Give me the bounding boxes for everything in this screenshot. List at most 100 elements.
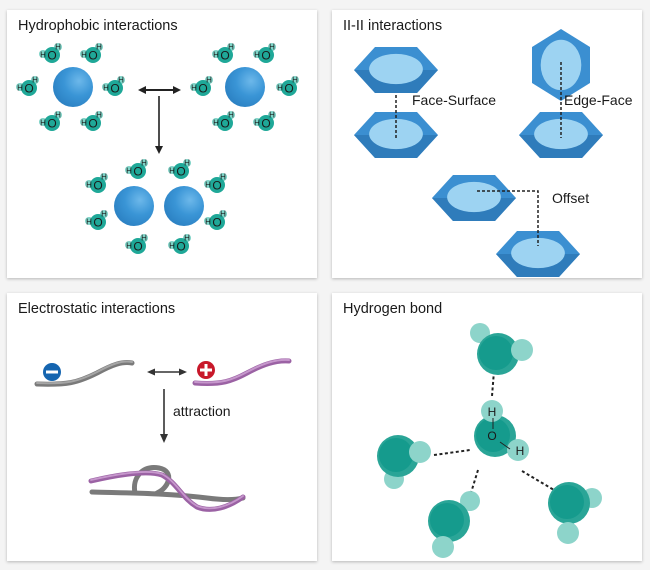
- svg-text:H: H: [86, 218, 92, 227]
- svg-text:H: H: [191, 84, 197, 93]
- entangled-strands: [88, 465, 246, 512]
- water-molecule: HHO: [125, 234, 148, 254]
- svg-text:O: O: [198, 82, 207, 96]
- svg-text:H: H: [205, 218, 211, 227]
- water-molecule: HHO: [80, 43, 103, 63]
- svg-text:O: O: [47, 49, 56, 63]
- double-arrow-icon: [138, 86, 181, 94]
- svg-text:H: H: [141, 159, 147, 168]
- water-molecule: HHO: [16, 76, 39, 96]
- svg-text:O: O: [93, 216, 102, 230]
- hydrophobic-solute: [53, 67, 93, 107]
- double-arrow-icon: [147, 368, 187, 376]
- panel-title-hydrogen-bond: Hydrogen bond: [343, 301, 443, 317]
- down-arrow-icon: [155, 96, 163, 154]
- hydrophobic-solute: [114, 186, 154, 226]
- svg-text:H: H: [269, 111, 275, 120]
- svg-text:H: H: [228, 111, 234, 120]
- svg-text:O: O: [261, 117, 270, 131]
- water-molecule: [428, 491, 480, 558]
- svg-text:H: H: [213, 119, 219, 128]
- water-molecule: HHO: [204, 210, 227, 230]
- label-attraction: attraction: [173, 403, 231, 419]
- down-arrow-icon: [160, 389, 168, 443]
- svg-text:H: H: [184, 234, 190, 243]
- svg-text:H: H: [206, 76, 212, 85]
- svg-text:H: H: [55, 43, 61, 52]
- water-molecule: HHO: [212, 111, 235, 131]
- svg-text:H: H: [292, 76, 298, 85]
- svg-text:H: H: [169, 242, 175, 251]
- svg-text:O: O: [133, 240, 142, 254]
- svg-text:O: O: [88, 49, 97, 63]
- svg-text:O: O: [220, 49, 229, 63]
- svg-text:H: H: [55, 111, 61, 120]
- svg-text:H: H: [101, 210, 107, 219]
- svg-text:H: H: [269, 43, 275, 52]
- label-edge-face: Edge-Face: [564, 92, 633, 108]
- atom-h-top: H: [488, 405, 497, 419]
- svg-text:O: O: [176, 240, 185, 254]
- svg-text:H: H: [40, 119, 46, 128]
- panel-title-hydrophobic: Hydrophobic interactions: [18, 18, 178, 34]
- svg-text:O: O: [212, 216, 221, 230]
- water-molecule: HHO: [39, 111, 62, 131]
- svg-text:H: H: [86, 181, 92, 190]
- svg-text:H: H: [101, 173, 107, 182]
- electrostatic-diagram: attraction: [34, 358, 292, 512]
- hydrogen-bond-diagram: H O H: [377, 323, 602, 558]
- water-molecule: [470, 323, 533, 375]
- hydrophobic-solute: [164, 186, 204, 226]
- svg-text:H: H: [220, 173, 226, 182]
- svg-text:H: H: [81, 119, 87, 128]
- svg-text:O: O: [47, 117, 56, 131]
- panel-title-electrostatic: Electrostatic interactions: [18, 301, 176, 317]
- water-molecule: HHO: [276, 76, 299, 96]
- svg-text:H: H: [118, 76, 124, 85]
- svg-text:H: H: [141, 234, 147, 243]
- water-molecule: [548, 482, 602, 544]
- svg-text:H: H: [32, 76, 38, 85]
- svg-text:H: H: [169, 167, 175, 176]
- svg-text:O: O: [133, 165, 142, 179]
- water-molecule: HHO: [85, 210, 108, 230]
- svg-text:O: O: [24, 82, 33, 96]
- aromatic-ring: [496, 231, 580, 277]
- panel-pi-pi: II-II interactions Face-Surface Edge-Fac…: [332, 10, 642, 278]
- label-offset: Offset: [552, 190, 589, 206]
- offset-dash: [477, 190, 539, 246]
- svg-text:H: H: [254, 51, 260, 60]
- svg-text:H: H: [213, 51, 219, 60]
- svg-text:O: O: [110, 82, 119, 96]
- svg-text:O: O: [93, 179, 102, 193]
- svg-text:O: O: [176, 165, 185, 179]
- pi-pi-diagram: Face-Surface Edge-Face Offset: [354, 29, 633, 277]
- svg-text:O: O: [212, 179, 221, 193]
- panel-electrostatic: Electrostatic interactions attraction: [7, 293, 317, 561]
- aromatic-ring: [354, 47, 438, 93]
- svg-text:O: O: [88, 117, 97, 131]
- svg-text:H: H: [277, 84, 283, 93]
- water-molecule: HHO: [253, 111, 276, 131]
- negative-charge-icon: [43, 363, 61, 381]
- water-molecule: HHO: [85, 173, 108, 193]
- water-molecule: HHO: [253, 43, 276, 63]
- water-molecule: HHO: [39, 43, 62, 63]
- water-molecule: HHO: [204, 173, 227, 193]
- svg-text:H: H: [220, 210, 226, 219]
- aromatic-ring: [432, 175, 516, 221]
- svg-text:O: O: [261, 49, 270, 63]
- svg-text:H: H: [228, 43, 234, 52]
- atom-h-right: H: [516, 444, 525, 458]
- svg-text:H: H: [96, 43, 102, 52]
- label-face-surface: Face-Surface: [412, 92, 496, 108]
- water-molecule: HHO: [102, 76, 125, 96]
- positive-charge-icon: [197, 361, 215, 379]
- svg-text:H: H: [103, 84, 109, 93]
- water-molecule: [377, 435, 431, 489]
- svg-text:H: H: [254, 119, 260, 128]
- svg-text:H: H: [126, 167, 132, 176]
- svg-text:O: O: [284, 82, 293, 96]
- water-molecule: HHO: [212, 43, 235, 63]
